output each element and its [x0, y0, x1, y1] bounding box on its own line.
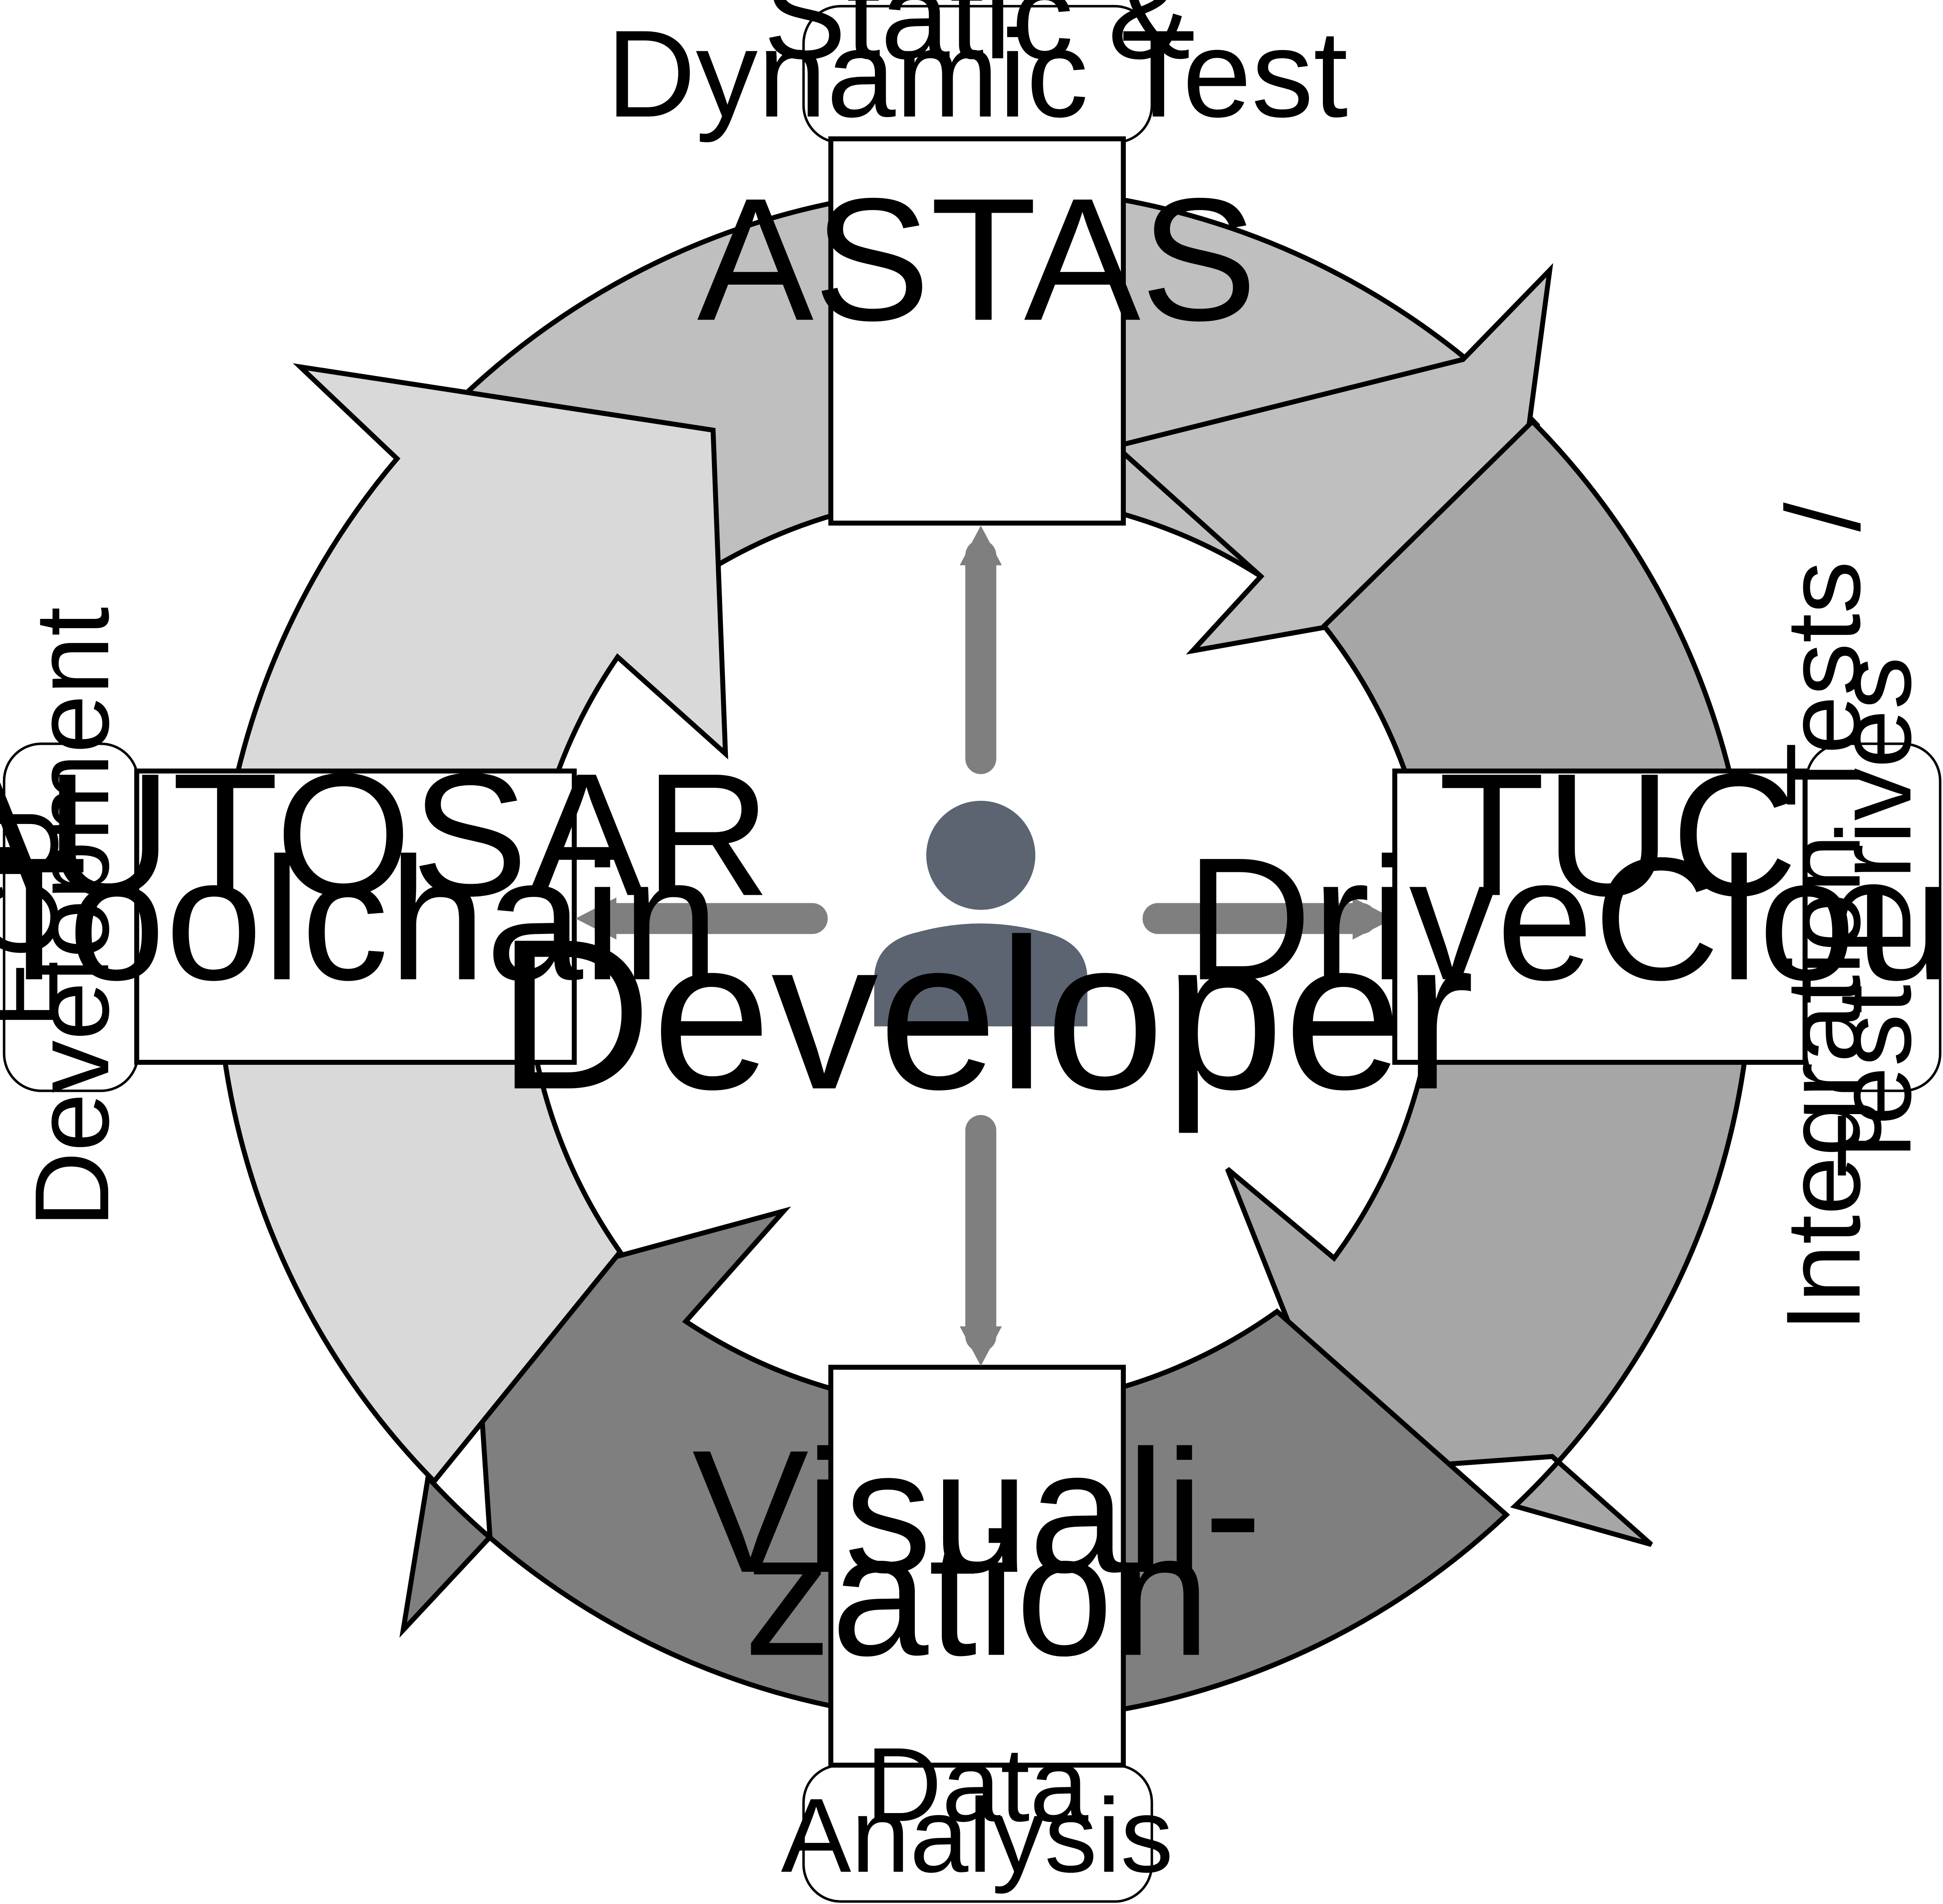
person-icon-head	[926, 800, 1036, 910]
tab-label-right: Integration Tests / Test Drives	[1764, 502, 1933, 1332]
tab-label-left-line2: Development	[13, 607, 131, 1227]
tab-label-right-line2: Test Drives	[1815, 657, 1933, 1178]
node-title-tuc-line2: DriveCloud	[1186, 821, 1943, 1016]
node-box-tuc-drivecloud	[1392, 768, 1808, 1065]
node-box-visualization	[828, 1365, 1126, 1768]
node-title-autosar-line2: Toolchain	[0, 821, 719, 1016]
cycle-arrows	[214, 185, 1755, 1725]
developer-label: Developer	[497, 894, 1475, 1135]
tab-label-top-line2: Dynamic Test	[606, 5, 1349, 144]
node-tabs	[3, 5, 1942, 1903]
node-box-autosar-toolchain	[134, 768, 577, 1065]
connector-right-head	[1352, 897, 1394, 940]
node-title-astas: ASTAS	[697, 162, 1257, 357]
connector-down-head	[960, 1326, 1002, 1366]
tab-label-bottom-line2: Analysis	[781, 1776, 1173, 1894]
node-title-visualization-line2: zation	[744, 1496, 1210, 1692]
connector-left-head	[575, 897, 617, 940]
tab-label-top-line1: Static &	[764, 0, 1191, 85]
tab-label-left: ECU Development	[0, 607, 131, 1227]
node-boxes	[134, 136, 1808, 1768]
connector-up-head	[960, 525, 1002, 565]
tab-label-left-line1: ECU	[0, 806, 80, 1028]
connectors	[575, 525, 1394, 1366]
node-title-visualization-line1: Visuali-	[692, 1413, 1262, 1609]
node-title-autosar-line1: AUTOSAR	[0, 737, 771, 932]
person-icon	[874, 800, 1087, 1027]
node-title-tuc-line1: TUC	[1438, 737, 1797, 932]
node-box-astas	[828, 136, 1126, 526]
person-icon-body	[874, 923, 1087, 1027]
tab-label-right-line1: Integration Tests /	[1764, 502, 1882, 1332]
tab-label-bottom-line1: Data	[866, 1726, 1088, 1844]
